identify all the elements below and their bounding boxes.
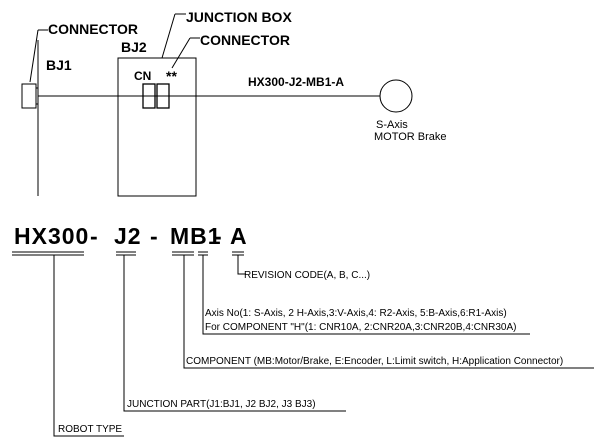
connector-bj1-label: CONNECTOR [48,21,138,37]
component-h-note: For COMPONENT "H"(1: CNR10A, 2:CNR20A,3:… [205,322,516,333]
component-leader [183,255,594,369]
code-underlines [12,251,244,256]
junction-box [117,57,197,197]
junction-part-leader [123,255,346,412]
motor-type-label: MOTOR Brake [374,131,447,143]
code-robot-type: HX300 [14,223,89,249]
cn-label: CN [134,69,151,83]
code-dash-1: - [90,223,99,249]
revision-note: REVISION CODE(A, B, C...) [244,270,370,281]
code-junction-part: J2 [114,223,142,249]
motor-brake-symbol [379,79,413,113]
code-revision: A [230,223,248,249]
junction-part-note: JUNCTION PART(J1:BJ1, J2 BJ2, J3 BJ3) [127,399,316,410]
axis-note: Axis No(1: S-Axis, 2 H-Axis,3:V-Axis,4: … [205,308,507,319]
bj1-connector-body [21,83,37,109]
junction-box-label: JUNCTION BOX [186,9,292,25]
code-component: MB1 [170,223,222,249]
component-note: COMPONENT (MB:Motor/Brake, E:Encoder, L:… [186,356,563,367]
connector-bj1-leader [29,29,39,83]
connector-cn-leader [171,37,191,69]
connector-cn-label: CONNECTOR [200,32,290,48]
cn-stars: ** [166,68,177,84]
junction-box-leader [161,13,176,59]
cn-connector-right [156,83,170,109]
revision-leader [237,255,246,275]
code-dash-3: - [214,223,223,249]
robot-type-note: ROBOT TYPE [58,424,122,435]
bj1-label: BJ1 [46,57,72,73]
robot-type-leader [53,255,124,437]
motor-axis-label: S-Axis [376,119,408,131]
code-dash-2: - [150,223,159,249]
bj2-label: BJ2 [121,39,147,55]
cable-label: HX300-J2-MB1-A [248,75,344,89]
cn-connector-left [142,83,156,109]
